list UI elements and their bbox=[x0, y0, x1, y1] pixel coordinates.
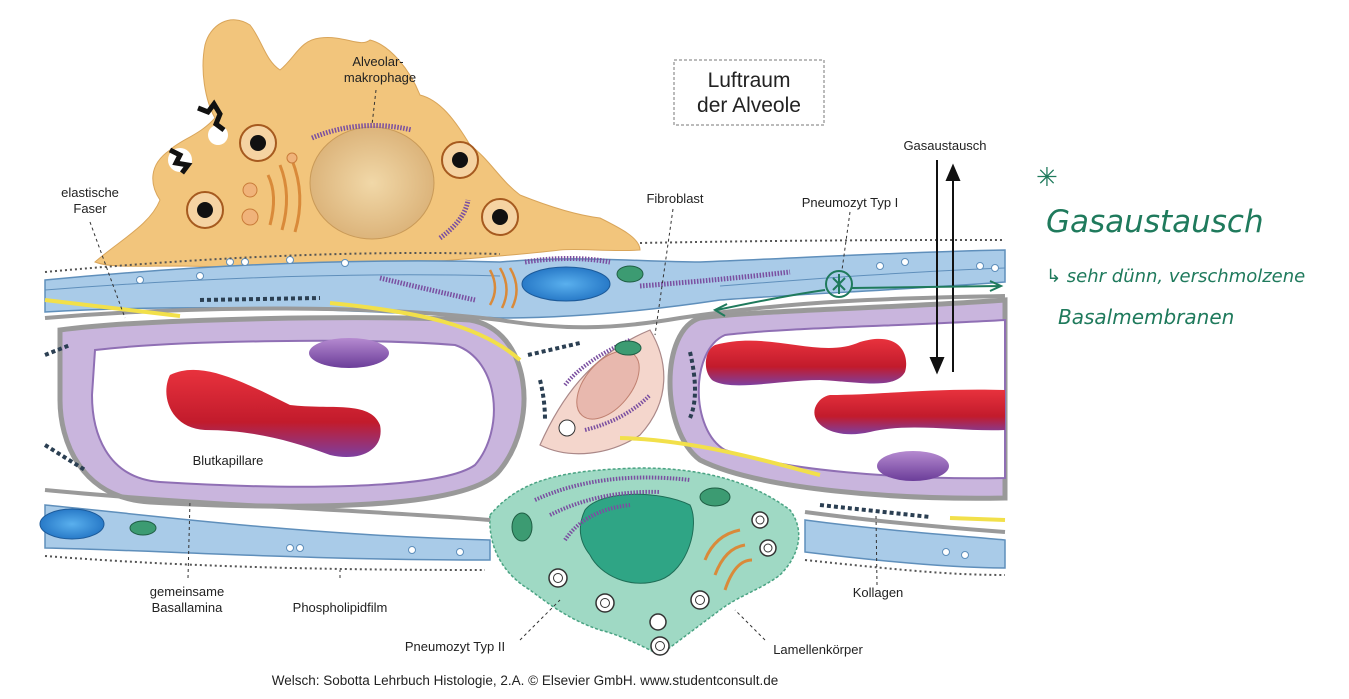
lamellar-body-label: Lamellenkörper bbox=[773, 642, 863, 657]
blood-capillary-left bbox=[57, 315, 527, 509]
source-credit: Welsch: Sobotta Lehrbuch Histologie, 2.A… bbox=[272, 673, 778, 688]
macrophage-label-1: Alveolar- bbox=[352, 54, 403, 69]
air-space-label-1: Luftraum bbox=[708, 69, 791, 92]
collagen-fibers bbox=[43, 296, 931, 519]
pneumocyte-2-label: Pneumozyt Typ II bbox=[405, 639, 505, 654]
leader-lines bbox=[89, 89, 878, 641]
basal-lamina bbox=[44, 294, 1006, 534]
annotation-title: Gasaustausch bbox=[1046, 204, 1264, 240]
phospholipid-film bbox=[44, 239, 1006, 576]
annotation-line-1: ↳ sehr dünn, verschmolzene bbox=[1046, 266, 1305, 287]
annotation-symbol: ✳ bbox=[1036, 163, 1058, 193]
pneumocyte-1-label: Pneumozyt Typ I bbox=[802, 195, 899, 210]
gas-exchange-label: Gasaustausch bbox=[903, 138, 986, 153]
pneumocyte-type-1-layer bbox=[44, 249, 1006, 319]
capillary-label: Blutkapillare bbox=[193, 453, 264, 468]
annotation-line-2: Basalmembranen bbox=[1058, 305, 1234, 329]
gas-exchange-arrows bbox=[929, 160, 961, 375]
fibroblast-label: Fibroblast bbox=[646, 191, 703, 206]
air-space-box bbox=[673, 59, 825, 126]
basal-lamina-label-2: Basallamina bbox=[152, 600, 224, 615]
elastic-fiber bbox=[44, 298, 1006, 522]
collagen-label: Kollagen bbox=[853, 585, 904, 600]
pneumocyte-type-2 bbox=[489, 467, 800, 656]
blood-capillary-right bbox=[667, 297, 1008, 501]
macrophage-label-2: makrophage bbox=[344, 70, 416, 85]
fibroblast bbox=[539, 329, 665, 455]
phospholipid-label: Phospholipidfilm bbox=[293, 600, 388, 615]
basal-lamina-label-1: gemeinsame bbox=[150, 584, 224, 599]
annotation-arrow bbox=[712, 270, 1004, 317]
elastic-fiber-label-1: elastische bbox=[61, 185, 119, 200]
alveolar-macrophage bbox=[94, 19, 641, 268]
elastic-fiber-label-2: Faser bbox=[73, 201, 107, 216]
air-space-label-2: der Alveole bbox=[697, 94, 801, 117]
pneumocyte-type-1-lower bbox=[39, 504, 1006, 569]
